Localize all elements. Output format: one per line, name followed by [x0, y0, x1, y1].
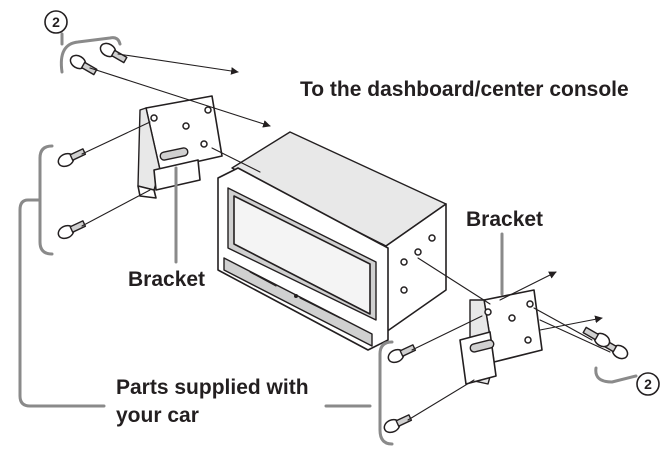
screw	[57, 220, 87, 240]
chassis-hole	[400, 286, 408, 294]
arrow	[117, 53, 239, 75]
bracket-left-label: Bracket	[128, 268, 205, 291]
screw	[387, 344, 417, 364]
parts-label-line2: your car	[116, 404, 199, 427]
screw	[383, 414, 413, 434]
screw	[57, 148, 87, 168]
chassis-hole	[428, 234, 436, 242]
screw	[69, 54, 98, 76]
chassis-hole	[414, 248, 422, 256]
display-inner	[233, 195, 371, 315]
arrow	[89, 67, 271, 128]
head-unit	[217, 131, 447, 351]
chassis-hole	[400, 258, 408, 266]
arrow	[499, 271, 557, 301]
callout-number: 2	[644, 376, 652, 392]
grouping-braces	[18, 32, 638, 446]
screw	[582, 326, 611, 348]
front-bezel-bottom	[223, 257, 373, 347]
parts-label-line1: Parts supplied with	[116, 376, 309, 399]
callout-bottom: 2	[636, 372, 660, 396]
bracket-right	[459, 289, 543, 385]
callout-number: 2	[52, 14, 60, 30]
screws	[57, 42, 629, 434]
callout-top: 2	[44, 10, 68, 34]
arrows	[81, 53, 611, 421]
bracket-left	[137, 95, 223, 199]
dashboard-label: To the dashboard/center console	[300, 78, 629, 101]
screw	[99, 42, 128, 64]
arrow	[539, 315, 603, 331]
bracket-right-label: Bracket	[466, 208, 543, 231]
